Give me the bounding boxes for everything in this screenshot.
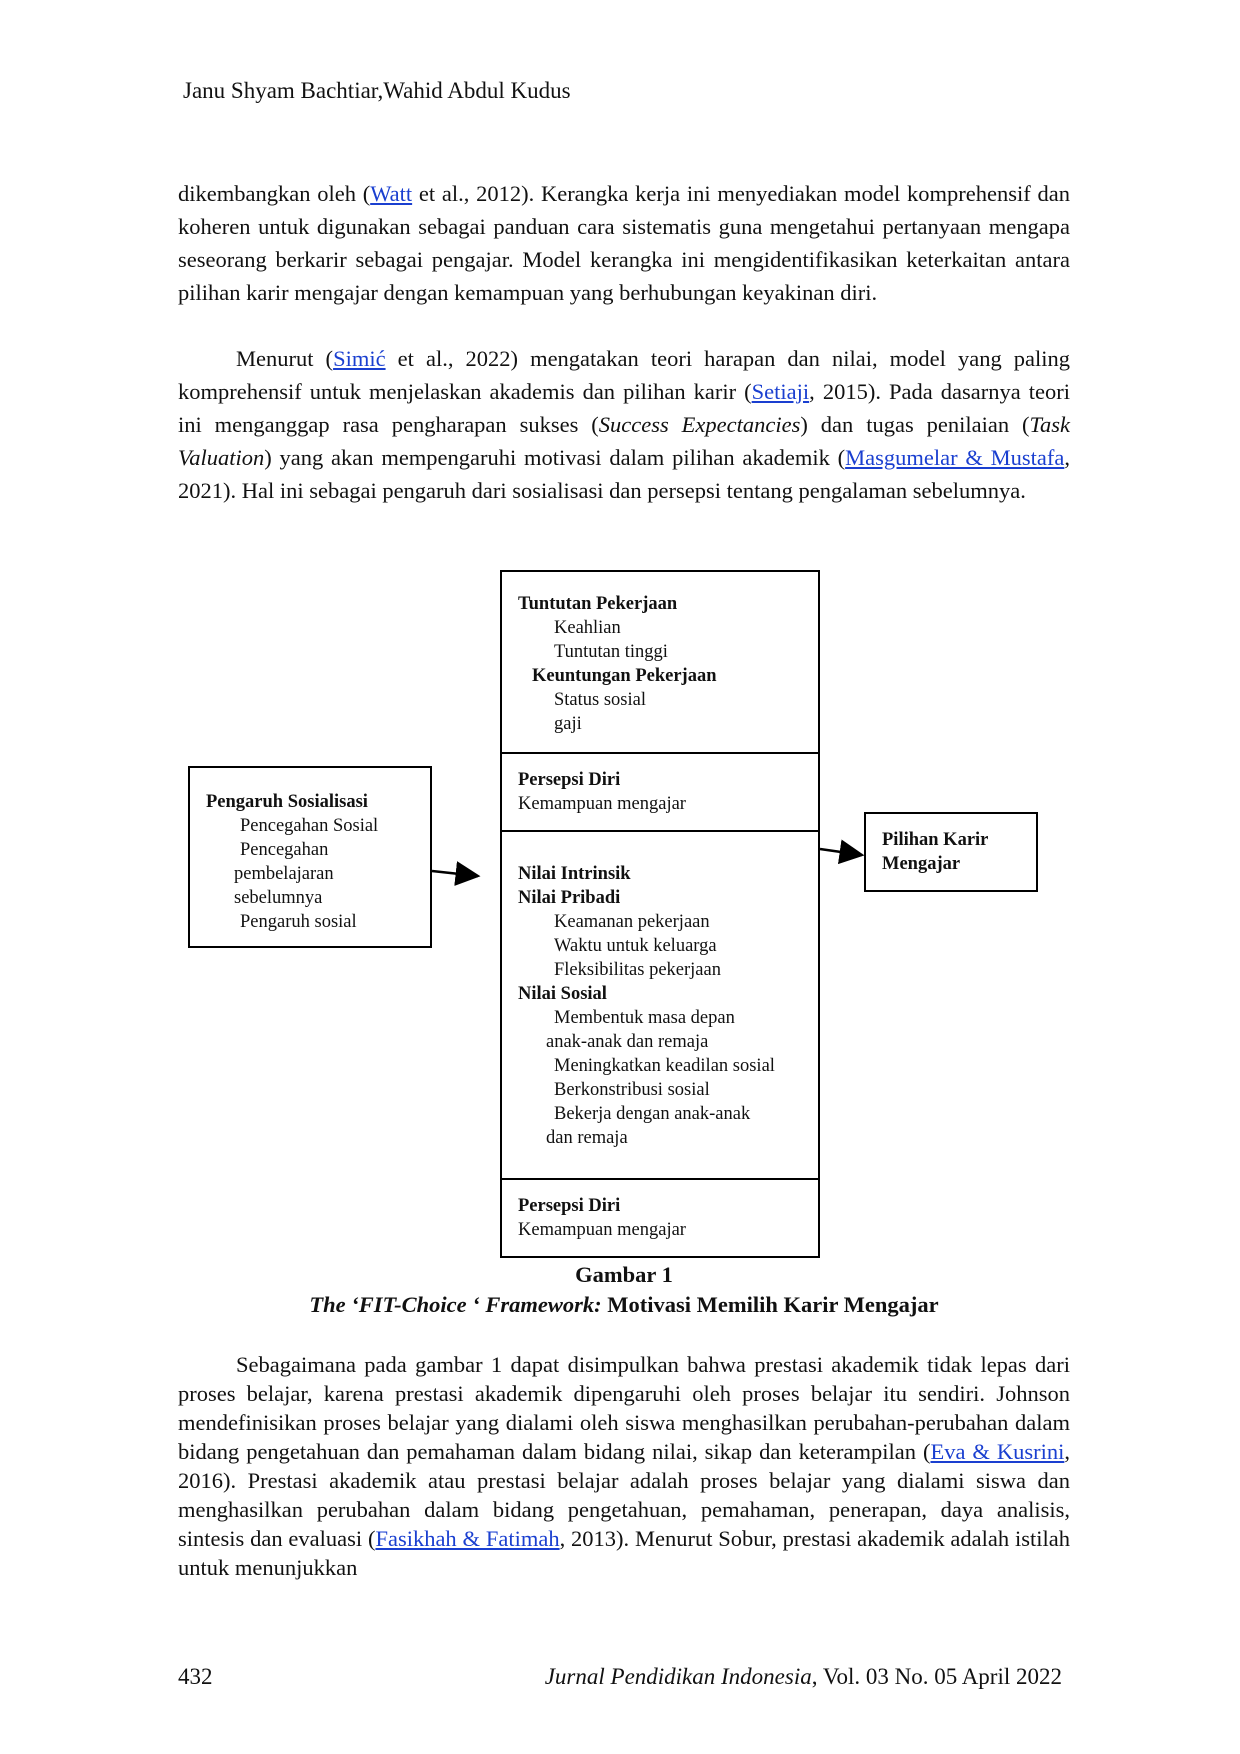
socialization-item: sebelumnya	[234, 888, 323, 908]
section-item: Kemampuan mengajar	[518, 1220, 686, 1240]
journal-name: Jurnal Pendidikan Indonesia	[544, 1664, 812, 1689]
caption-text: Motivasi Memilih Karir Mengajar	[601, 1292, 939, 1317]
section-item: Meningkatkan keadilan sosial	[554, 1056, 775, 1076]
career-choice-line: Mengajar	[882, 854, 961, 874]
text: ) yang akan mempengaruhi motivasi dalam …	[264, 445, 846, 470]
section-item: Kemampuan mengajar	[518, 794, 686, 814]
section-title: Keuntungan Pekerjaan	[532, 666, 717, 686]
self-perception-section: Persepsi Diri Kemampuan mengajar	[502, 752, 818, 830]
citation-link-simic[interactable]: Simić	[333, 346, 386, 371]
socialization-item: Pencegahan	[240, 840, 329, 860]
career-choice-box: Pilihan Karir Mengajar	[864, 812, 1038, 892]
text: Menurut (	[236, 346, 334, 371]
job-demands-section: Tuntutan Pekerjaan Keahlian Tuntutan tin…	[502, 572, 818, 752]
journal-footer: Jurnal Pendidikan Indonesia, Vol. 03 No.…	[545, 1664, 1062, 1690]
section-item: gaji	[554, 714, 582, 734]
self-perception-section: Persepsi Diri Kemampuan mengajar	[502, 1178, 818, 1256]
section-item: Bekerja dengan anak-anak	[554, 1104, 751, 1124]
citation-link-eva-kusrini[interactable]: Eva & Kusrini	[930, 1439, 1065, 1464]
text: dikembangkan oleh (	[178, 181, 371, 206]
section-title: Persepsi Diri	[518, 770, 621, 790]
socialization-item: pembelajaran	[234, 864, 334, 884]
section-item: Tuntutan tinggi	[554, 642, 668, 662]
socialization-item: Pengaruh sosial	[240, 912, 357, 932]
journal-issue: , Vol. 03 No. 05 April 2022	[811, 1664, 1062, 1689]
text: , 2021). Hal ini sebagai pengaruh dari s…	[178, 445, 1070, 503]
citation-link-setiaji[interactable]: Setiaji	[751, 379, 810, 404]
section-item: Status sosial	[554, 690, 646, 710]
section-item: Waktu untuk keluarga	[554, 936, 717, 956]
section-item: Berkonstribusi sosial	[554, 1080, 710, 1100]
section-item: dan remaja	[546, 1128, 628, 1148]
citation-link-masgumelar[interactable]: Masgumelar & Mustafa	[845, 445, 1065, 470]
citation-link-fasikhah-fatimah[interactable]: Fasikhah & Fatimah	[375, 1526, 560, 1551]
text: et al., 2022) mengatakan teori harapan d…	[178, 346, 1071, 404]
diagram-arrows	[431, 839, 865, 886]
running-header: Janu Shyam Bachtiar,Wahid Abdul Kudus	[183, 78, 571, 103]
arrow-socialization-to-center	[431, 861, 481, 886]
page-number: 432	[178, 1664, 213, 1689]
section-item: Keamanan pekerjaan	[554, 912, 710, 932]
paragraph-2: Menurut (Simić et al., 2022) mengatakan …	[178, 342, 1070, 507]
paragraph-1: dikembangkan oleh (Watt et al., 2012). K…	[178, 177, 1070, 309]
socialization-title: Pengaruh Sosialisasi	[206, 792, 368, 812]
career-choice-line: Pilihan Karir	[882, 830, 989, 850]
text: , 2016). Prestasi akademik atau prestasi…	[178, 1439, 1070, 1551]
section-item: Fleksibilitas pekerjaan	[554, 960, 721, 980]
section-title: Tuntutan Pekerjaan	[518, 594, 678, 614]
emphasis: Task Valuation	[178, 412, 1070, 470]
center-column: Tuntutan Pekerjaan Keahlian Tuntutan tin…	[500, 570, 820, 1258]
socialization-box: Pengaruh Sosialisasi Pencegahan Sosial P…	[188, 766, 432, 948]
figure-caption: The ‘FIT-Choice ‘ Framework: Motivasi Me…	[178, 1292, 1070, 1318]
section-item: anak-anak dan remaja	[546, 1032, 709, 1052]
text: Sebagaimana pada gambar 1 dapat disimpul…	[178, 1352, 1070, 1464]
emphasis: Success Expectancies	[598, 412, 801, 437]
socialization-item: Pencegahan Sosial	[240, 816, 379, 836]
section-title: Persepsi Diri	[518, 1196, 621, 1216]
caption-italic: The ‘FIT-Choice ‘ Framework:	[309, 1292, 602, 1317]
text: ) dan tugas penilaian (	[800, 412, 1030, 437]
paragraph-3: Sebagaimana pada gambar 1 dapat disimpul…	[178, 1350, 1070, 1582]
values-section: Nilai Intrinsik Nilai Pribadi Keamanan p…	[502, 830, 818, 1178]
text: et al., 2012). Kerangka kerja ini menyed…	[178, 181, 1070, 305]
section-title: Nilai Pribadi	[518, 888, 621, 908]
figure-label: Gambar 1	[575, 1262, 673, 1287]
section-title: Nilai Intrinsik	[518, 864, 631, 884]
section-item: Membentuk masa depan	[554, 1008, 735, 1028]
text: , 2013). Menurut Sobur, prestasi akademi…	[178, 1526, 1070, 1580]
section-title: Nilai Sosial	[518, 984, 607, 1004]
citation-link-watt[interactable]: Watt	[370, 181, 413, 206]
text: , 2015). Pada dasarnya teori ini mengang…	[178, 379, 1071, 437]
section-item: Keahlian	[554, 618, 621, 638]
arrow-center-to-career	[819, 839, 865, 865]
